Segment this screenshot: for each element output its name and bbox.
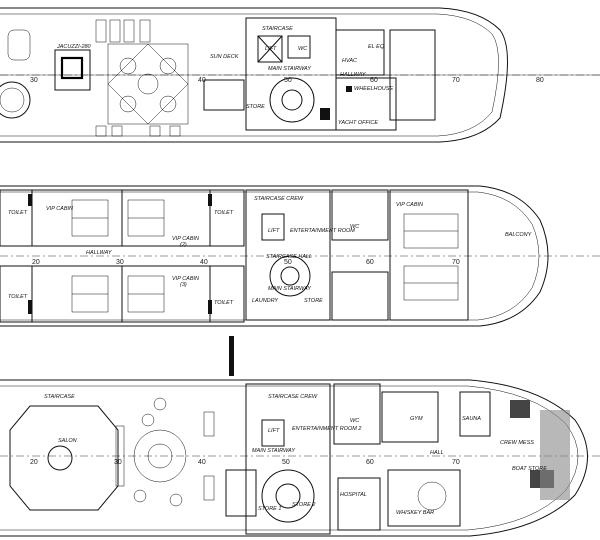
label-sauna: SAUNA xyxy=(462,416,481,422)
label-laundry: LAUNDRY xyxy=(252,298,278,304)
frame-tick-label: 50 xyxy=(282,459,290,466)
label-lift-top: LIFT xyxy=(265,46,277,52)
frame-tick-label: 40 xyxy=(200,259,208,266)
label-sun-deck: SUN DECK xyxy=(210,54,239,60)
label-hallway-mid: HALLWAY xyxy=(86,250,112,256)
label-balcony: BALCONY xyxy=(505,232,532,238)
label-wc-bottom: WC xyxy=(350,418,359,424)
label-toilet-1: TOILET xyxy=(8,210,28,216)
label-store-mid: STORE xyxy=(304,298,323,304)
cabin-deck-plan: TOILET VIP CABIN TOILET VIP CABIN (2) ST… xyxy=(0,185,600,327)
label-main-stairway-top: MAIN STAIRWAY xyxy=(268,66,311,72)
label-salon: SALON xyxy=(58,438,77,444)
frame-tick-label: 30 xyxy=(116,259,124,266)
frame-tick-label: 50 xyxy=(284,77,292,84)
label-wc-top: WC xyxy=(298,46,307,52)
frame-tick-label: 70 xyxy=(452,77,460,84)
main-deck-plan: STAIRCASE SALON STAIRCASE CREW LIFT ENTE… xyxy=(0,379,600,537)
label-yacht-office: YACHT OFFICE xyxy=(338,120,378,126)
label-boat-store: BOAT STORE xyxy=(512,466,547,472)
label-wc-mid: WC xyxy=(350,224,359,230)
frame-tick-label: 70 xyxy=(452,459,460,466)
frame-tick-label: 40 xyxy=(198,77,206,84)
label-staircase-bottom: STAIRCASE xyxy=(44,394,75,400)
frame-tick-label: 50 xyxy=(284,259,292,266)
label-lift-bottom: LIFT xyxy=(268,428,280,434)
label-store-2: STORE 2 xyxy=(292,502,315,508)
frame-tick-label: 80 xyxy=(536,77,544,84)
label-main-stairway-mid: MAIN STAIRWAY xyxy=(268,286,311,292)
label-vip-cabin-2-num: (2) xyxy=(180,242,187,248)
sun-deck-plan: JACUZZI-280 SUN DECK STAIRCASE LIFT WC M… xyxy=(0,7,600,143)
label-staircase-hall: STAIRCASE HALL xyxy=(266,254,312,260)
frame-tick-label: 60 xyxy=(370,77,378,84)
label-entertainment-bottom: ENTERTAINMENT ROOM 2 xyxy=(292,426,361,432)
frame-tick-label: 20 xyxy=(30,459,38,466)
label-vip-cabin-3-num: (3) xyxy=(180,282,187,288)
label-hallway-top: HALLWAY xyxy=(340,72,366,78)
label-staircase-crew-bottom: STAIRCASE CREW xyxy=(268,394,318,400)
connector-bar xyxy=(229,336,234,376)
label-crew-mess: CREW MESS xyxy=(500,440,534,446)
label-hospital: HOSPITAL xyxy=(340,492,367,498)
frame-tick-label: 40 xyxy=(198,459,206,466)
label-toilet-3: TOILET xyxy=(8,294,28,300)
frame-tick-label: 60 xyxy=(366,459,374,466)
label-vip-cabin-fwd: VIP CABIN xyxy=(396,202,423,208)
frame-tick-label: 30 xyxy=(114,459,122,466)
label-toilet-4: TOILET xyxy=(214,300,234,306)
label-lift-mid: LIFT xyxy=(268,228,280,234)
label-toilet-2: TOILET xyxy=(214,210,234,216)
label-jacuzzi: JACUZZI-280 xyxy=(56,44,92,50)
label-store-1: STORE 1 xyxy=(258,506,281,512)
frame-tick-label: 70 xyxy=(452,259,460,266)
label-main-stairway-bottom: MAIN STAIRWAY xyxy=(252,448,295,454)
label-whiskey-bar: WHISKEY BAR xyxy=(396,510,434,516)
bottom-ticks: 20 30 40 50 60 70 xyxy=(30,459,460,466)
label-entertainment-mid: ENTERTAINMENT ROOM xyxy=(290,228,355,234)
label-hvac: HVAC xyxy=(342,58,357,64)
label-staircase-top: STAIRCASE xyxy=(262,26,293,32)
label-gym: GYM xyxy=(410,416,423,422)
frame-tick-label: 20 xyxy=(32,259,40,266)
frame-tick-label: 30 xyxy=(30,77,38,84)
label-wheelhouse: WHEELHOUSE xyxy=(354,86,393,92)
label-vip-cabin-1: VIP CABIN xyxy=(46,206,73,212)
frame-tick-label: 60 xyxy=(366,259,374,266)
label-vip-cabin-3: VIP CABIN xyxy=(172,276,199,282)
label-store-top: STORE xyxy=(246,104,265,110)
label-vip-cabin-2: VIP CABIN xyxy=(172,236,199,242)
label-el-eq: EL EQ xyxy=(368,44,385,50)
top-ticks: 30 40 50 60 70 80 xyxy=(30,77,544,84)
mid-ticks: 20 30 40 50 60 70 xyxy=(32,259,460,266)
label-staircase-crew-mid: STAIRCASE CREW xyxy=(254,196,304,202)
label-hall: HALL xyxy=(430,450,444,456)
